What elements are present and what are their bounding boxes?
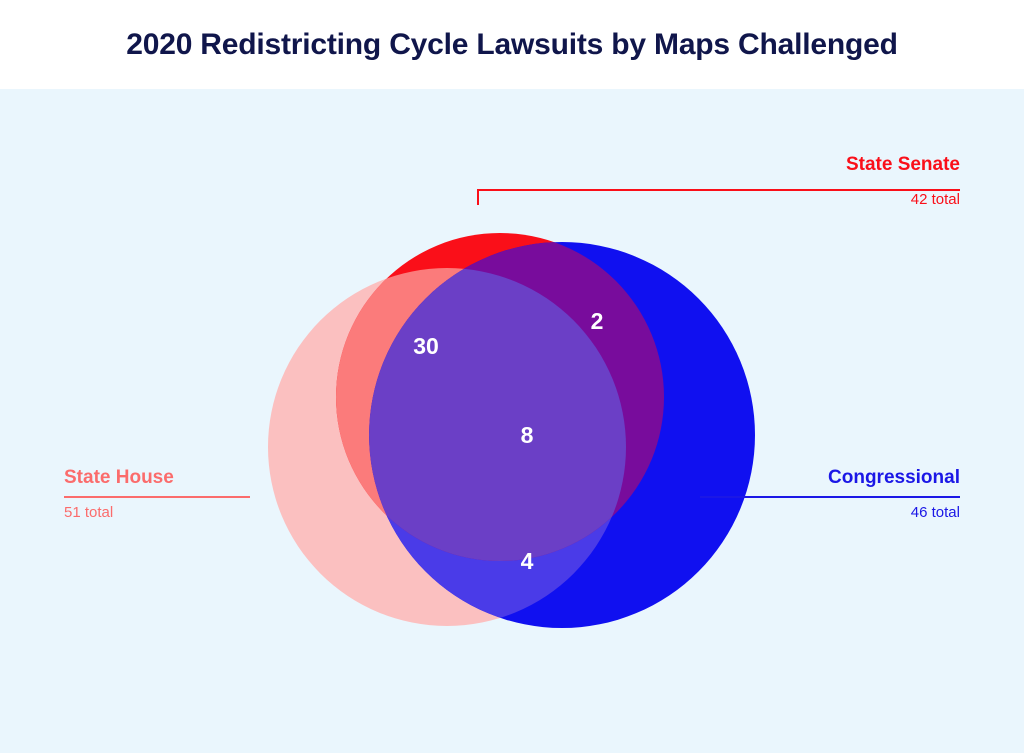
legend-state-senate-rule bbox=[700, 183, 960, 185]
legend-state-house-total: 51 total bbox=[64, 504, 114, 521]
venn-diagram: 30 2 8 4 bbox=[268, 189, 960, 628]
legend-congressional: Congressional 46 total bbox=[700, 466, 960, 523]
legend-congressional-total: 46 total bbox=[910, 504, 960, 521]
legend-state-senate: State Senate 42 total bbox=[700, 153, 960, 210]
venn-count-senate-congressional: 2 bbox=[591, 308, 604, 334]
page-title: 2020 Redistricting Cycle Lawsuits by Map… bbox=[126, 27, 898, 61]
venn-count-house-congressional: 4 bbox=[521, 548, 534, 574]
legend-congressional-rule bbox=[700, 496, 960, 498]
legend-state-house-label: State House bbox=[64, 467, 174, 488]
chart-area: 30 2 8 4 State Senate 42 total Congressi… bbox=[0, 89, 1024, 753]
venn-count-triple: 8 bbox=[521, 422, 534, 448]
title-bar: 2020 Redistricting Cycle Lawsuits by Map… bbox=[0, 0, 1024, 89]
legend-congressional-label: Congressional bbox=[828, 467, 960, 488]
legend-state-house-rule bbox=[64, 496, 250, 498]
legend-state-house: State House 51 total bbox=[64, 466, 250, 523]
senate-leader-line bbox=[477, 189, 960, 205]
legend-state-senate-total: 42 total bbox=[910, 191, 960, 208]
legend-state-senate-label: State Senate bbox=[845, 154, 960, 175]
venn-count-house-senate: 30 bbox=[413, 333, 439, 359]
region-triple-fill bbox=[369, 268, 626, 561]
